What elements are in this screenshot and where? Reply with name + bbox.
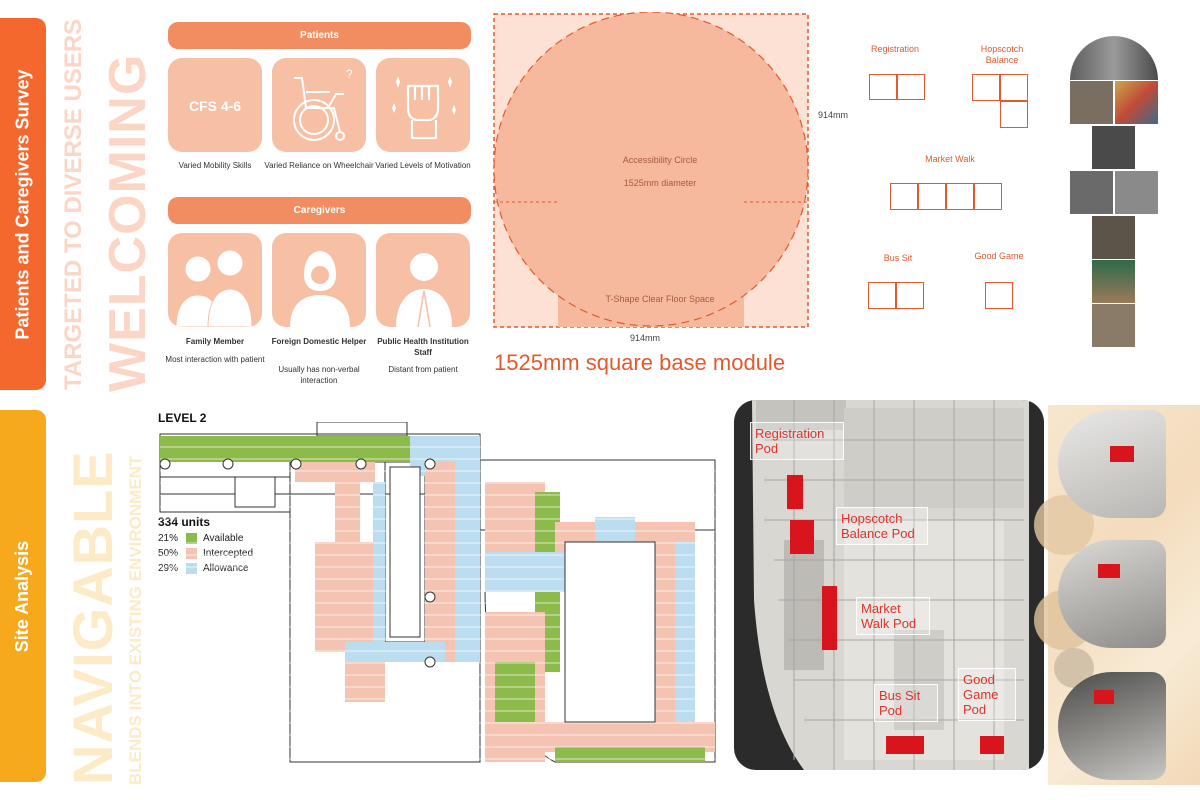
pod-label-hopscotch: Hopscotch Balance Pod	[836, 507, 928, 545]
collage-photo	[1092, 126, 1135, 169]
patients-header: Patients	[168, 22, 471, 49]
pod-module-cell	[974, 183, 1002, 210]
legend-swatch	[186, 548, 197, 559]
family-icon	[175, 249, 253, 327]
pod-module-cell	[897, 74, 925, 100]
model-view-1	[1058, 410, 1166, 518]
svg-text:?: ?	[346, 67, 353, 81]
collage-photo	[1070, 81, 1113, 124]
patient-card-wheelchair: ?	[272, 58, 366, 152]
caregiver-caption-family: Most interaction with patient	[165, 355, 265, 364]
physical-model-photo: Registration Pod Hopscotch Balance Pod M…	[734, 400, 1044, 770]
caregiver-title-helper: Foreign Domestic Helper	[271, 337, 367, 346]
blends-word: BLENDS INTO EXISTING ENVIRONMENT	[126, 455, 145, 785]
pod-module-cell	[946, 183, 974, 210]
caregiver-card-helper	[272, 233, 366, 327]
legend-pct: 21%	[158, 533, 179, 544]
model-pod-market	[822, 586, 837, 650]
model-view-pod	[1110, 446, 1134, 462]
pod-module-cell	[890, 183, 918, 210]
pod-module-cell	[972, 74, 1000, 101]
raised-fist-icon	[392, 76, 456, 140]
pod-module-label-goodgame: Good Game	[974, 251, 1024, 261]
legend-allowance: 29% Allowance	[158, 563, 249, 574]
patient-caption-mobility: Varied Mobility Skills	[178, 161, 252, 170]
pod-module-cell	[896, 282, 924, 309]
patient-card-cfs: CFS 4-6	[168, 58, 262, 152]
base-module-diagram	[493, 12, 809, 328]
model-view-pod	[1098, 564, 1120, 578]
cfs-text-icon: CFS 4-6	[188, 98, 242, 114]
reference-photo-collage	[1070, 36, 1160, 348]
helper-icon	[290, 251, 350, 327]
model-pod-registration	[787, 475, 803, 509]
accessibility-circle-size: 1525mm diameter	[623, 178, 697, 188]
model-pod-hopscotch	[790, 520, 814, 554]
model-view-pod	[1094, 690, 1114, 704]
navigable-word: NAVIGABLE	[61, 450, 124, 785]
site-tab-label: Site Analysis	[12, 540, 33, 652]
legend-swatch	[186, 563, 197, 574]
patient-card-motivation	[376, 58, 470, 152]
caregiver-caption-staff: Distant from patient	[388, 365, 458, 374]
legend-pct: 29%	[158, 563, 179, 574]
caregiver-title-family: Family Member	[185, 337, 245, 346]
model-view-2	[1058, 540, 1166, 648]
pod-module-cell	[1000, 101, 1028, 128]
collage-photo	[1092, 260, 1135, 303]
pod-label-market: Market Walk Pod	[856, 597, 930, 635]
level-2-floor-plan	[159, 422, 716, 763]
accessibility-circle-label: Accessibility Circle	[622, 155, 698, 165]
pod-module-cell	[869, 74, 897, 100]
caregivers-header: Caregivers	[168, 197, 471, 224]
module-dim-right: 914mm	[818, 110, 849, 120]
legend-label: Available	[203, 533, 244, 544]
staff-icon	[396, 253, 452, 327]
pod-module-label-market: Market Walk	[925, 154, 975, 164]
model-view-3	[1058, 672, 1166, 780]
pod-module-cell	[868, 282, 896, 309]
survey-tab-label: Patients and Caregivers Survey	[12, 68, 33, 340]
module-dim-bottom: 914mm	[630, 333, 661, 343]
module-title: 1525mm square base module	[494, 350, 786, 375]
legend-pct: 50%	[158, 548, 179, 559]
pod-module-cell	[1000, 74, 1028, 101]
collage-top-arch	[1070, 36, 1158, 80]
survey-side-tab: Patients and Caregivers Survey	[0, 18, 46, 390]
legend-intercepted: 50% Intercepted	[158, 548, 253, 559]
caregiver-card-staff	[376, 233, 470, 327]
collage-photo	[1070, 171, 1113, 214]
caregiver-card-family	[168, 233, 262, 327]
tshape-label: T-Shape Clear Floor Space	[605, 294, 715, 304]
legend-swatch	[186, 533, 197, 544]
site-analysis-side-tab: Site Analysis	[0, 410, 46, 782]
model-pod-bus	[886, 736, 924, 754]
welcoming-word: WELCOMING	[99, 53, 157, 392]
pod-label-goodgame: Good Game Pod	[958, 668, 1016, 721]
targeted-word: TARGETED TO DIVERSE USERS	[60, 18, 87, 390]
collage-photo	[1115, 171, 1158, 214]
legend-available: 21% Available	[158, 533, 243, 544]
legend-label: Intercepted	[203, 548, 254, 559]
caregiver-caption-helper: Usually has non-verbal interaction	[278, 365, 360, 385]
level-plan-title: LEVEL 2	[158, 411, 207, 425]
pod-module-cell	[985, 282, 1013, 309]
legend-label: Allowance	[203, 563, 249, 574]
units-count: 334 units	[158, 515, 211, 529]
pod-module-cell	[918, 183, 946, 210]
pod-module-label-bus: Bus Sit	[883, 253, 913, 263]
collage-photo	[1115, 81, 1158, 124]
pod-module-label-registration: Registration	[870, 44, 920, 54]
wheelchair-icon: ?	[293, 67, 353, 141]
pod-label-bus: Bus Sit Pod	[874, 684, 938, 722]
collage-photo	[1092, 304, 1135, 347]
model-pod-goodgame	[980, 736, 1004, 754]
collage-photo	[1092, 216, 1135, 259]
pod-label-registration: Registration Pod	[750, 422, 844, 460]
patient-caption-wheelchair: Varied Reliance on Wheelchair	[264, 161, 374, 170]
pod-module-label-hopscotch: Hopscotch Balance	[980, 44, 1024, 65]
patient-caption-motivation: Varied Levels of Motivation	[375, 161, 471, 170]
caregiver-title-staff: Public Health Institution Staff	[377, 337, 469, 357]
